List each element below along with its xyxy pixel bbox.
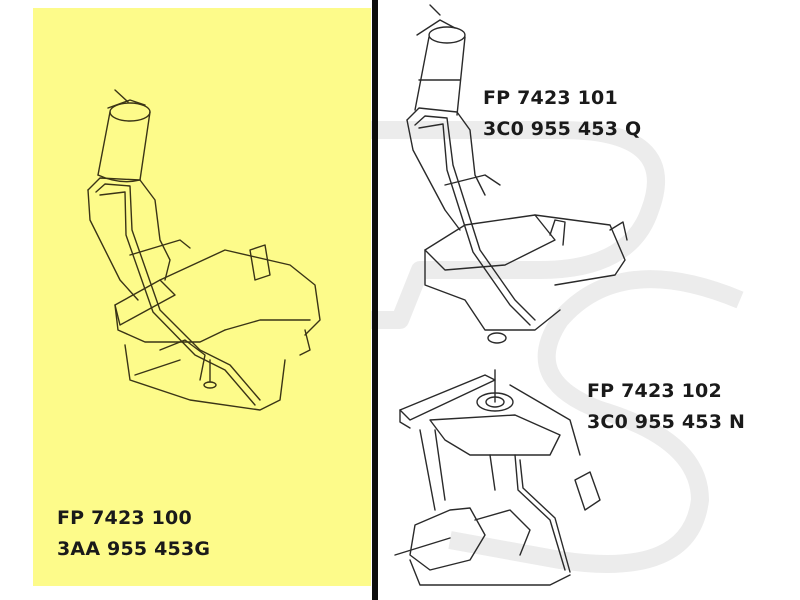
part-label-fp7423100: FP 7423 100 3AA 955 453G — [57, 503, 210, 565]
part-label-fp7423102: FP 7423 102 3C0 955 453 N — [587, 376, 745, 438]
panel-divider — [372, 0, 378, 600]
reservoir-drawing-fp7423102 — [394, 369, 601, 586]
oem-number: 3C0 955 453 Q — [483, 118, 642, 140]
reservoir-drawing-fp7423101 — [406, 4, 628, 344]
fp-number: FP 7423 100 — [57, 507, 192, 529]
fp-number: FP 7423 102 — [587, 380, 722, 402]
fp-number: FP 7423 101 — [483, 87, 618, 109]
oem-number: 3C0 955 453 N — [587, 411, 746, 433]
part-label-fp7423101: FP 7423 101 3C0 955 453 Q — [483, 83, 641, 145]
oem-number: 3AA 955 453G — [57, 538, 211, 560]
highlighted-part-panel — [33, 8, 371, 586]
reservoir-drawing-fp7423100 — [87, 89, 321, 411]
